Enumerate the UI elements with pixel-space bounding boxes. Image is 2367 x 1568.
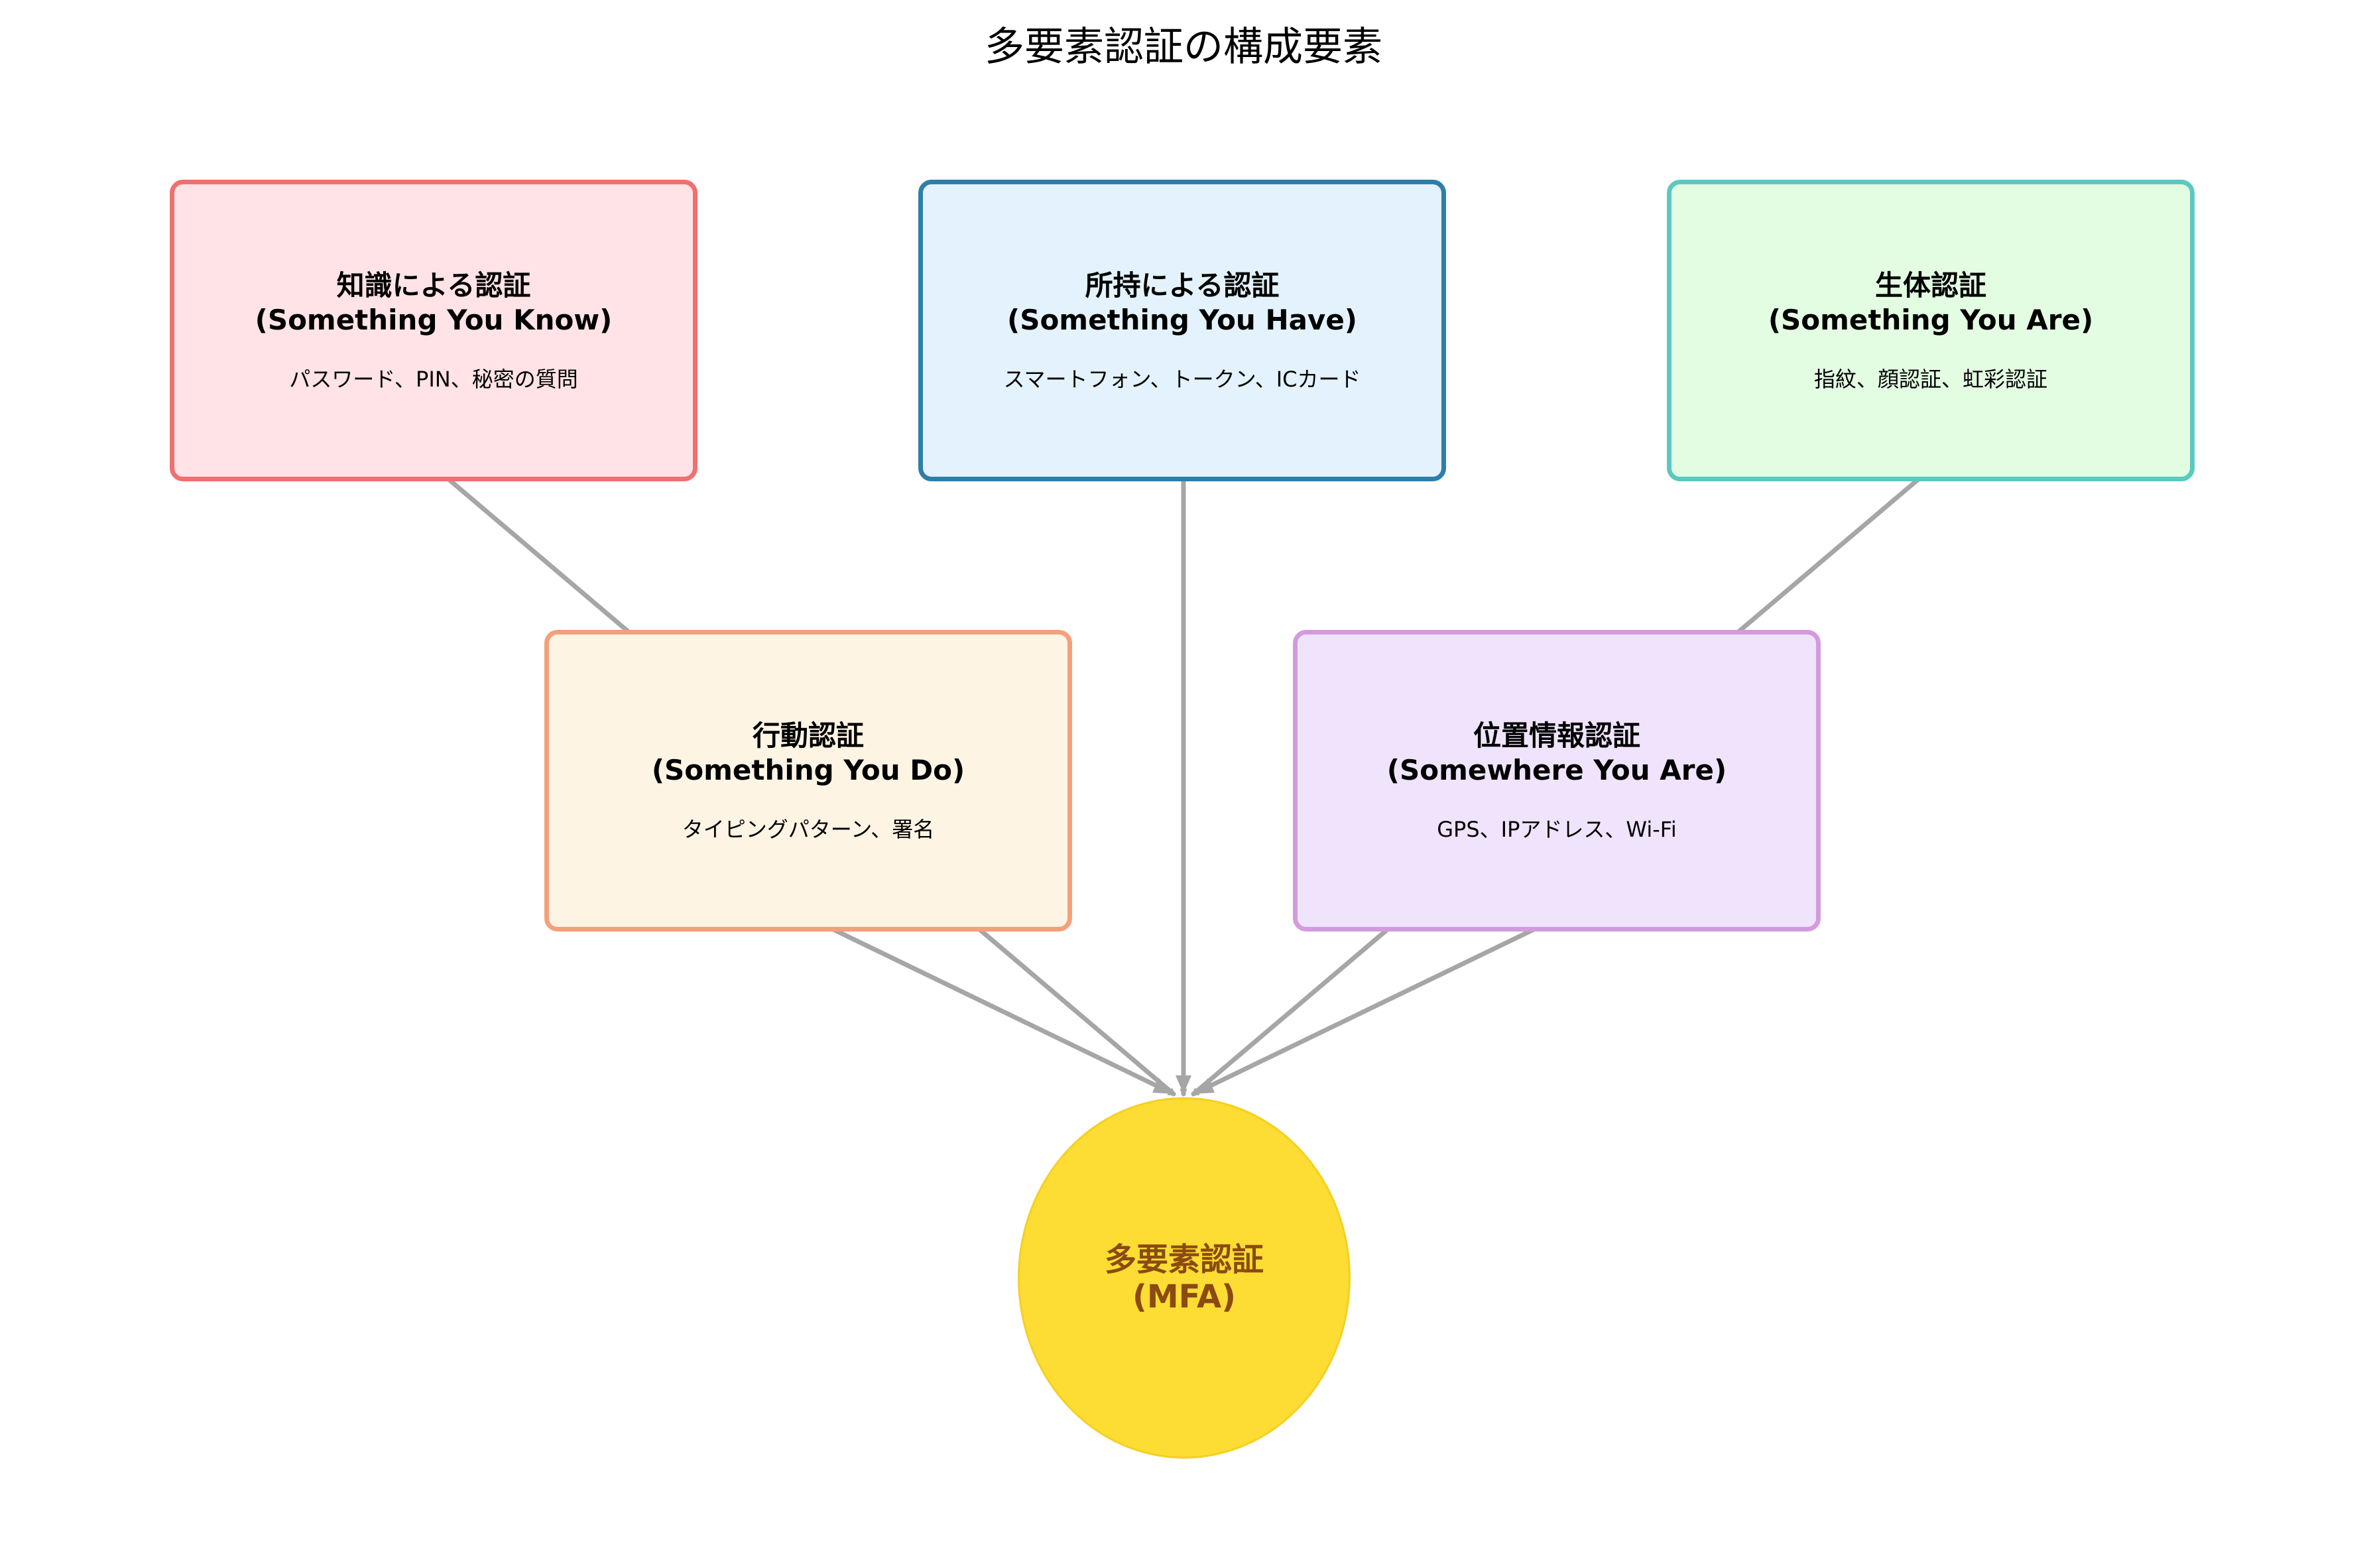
factor-box-are: 生体認証 (Something You Are) 指紋、顔認証、虹彩認証 [1667,180,2195,481]
factor-english-name: (Something You Know) [255,303,613,336]
factor-examples: GPS、IPアドレス、Wi-Fi [1437,816,1677,842]
factor-english-name: (Something You Do) [651,753,965,786]
arrow-do [812,918,1174,1097]
factor-name: 生体認証 [1874,269,1986,302]
mfa-label: 多要素認証 [1104,1240,1264,1278]
factor-examples: 指紋、顔認証、虹彩認証 [1813,366,2047,392]
factor-examples: タイピングパターン、署名 [682,816,935,842]
factor-name: 所持による認証 [1085,269,1280,302]
mfa-center-circle: 多要素認証 (MFA) [1018,1097,1351,1459]
factor-english-name: (Something You Are) [1768,303,2094,336]
factor-english-name: (Somewhere You Are) [1386,753,1727,786]
arrow-where [1193,918,1555,1097]
factor-examples: パスワード、PIN、秘密の質問 [289,366,578,392]
factor-name: 知識による認証 [336,269,531,302]
factor-box-where: 位置情報認証 (Somewhere You Are) GPS、IPアドレス、Wi… [1293,630,1821,932]
diagram-title: 多要素認証の構成要素 [985,24,1382,70]
factor-box-do: 行動認証 (Something You Do) タイピングパターン、署名 [544,630,1072,932]
factor-english-name: (Something You Have) [1007,303,1357,336]
factor-box-have: 所持による認証 (Something You Have) スマートフォン、トーク… [918,180,1446,481]
factor-name: 行動認証 [752,719,864,752]
factor-name: 位置情報認証 [1473,719,1640,752]
mfa-abbreviation: (MFA) [1132,1278,1237,1315]
factor-examples: スマートフォン、トークン、ICカード [1003,366,1361,392]
factor-box-know: 知識による認証 (Something You Know) パスワード、PIN、秘… [170,180,698,481]
